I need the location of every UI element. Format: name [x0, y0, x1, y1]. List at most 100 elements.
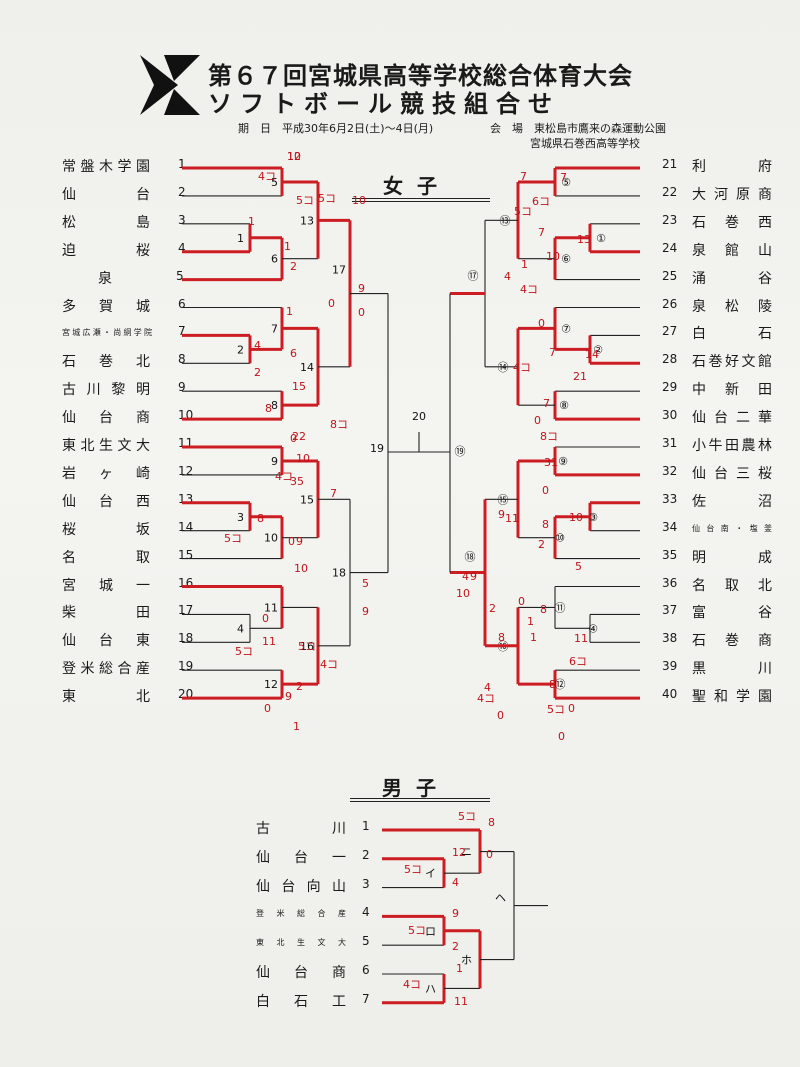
- handwritten-score: 22: [292, 430, 306, 443]
- handwritten-score: 10: [546, 250, 560, 263]
- game-label: ④: [588, 622, 598, 635]
- handwritten-score: 31: [544, 456, 558, 469]
- team-name: 仙台向山: [256, 878, 346, 895]
- handwritten-score: 8: [488, 816, 495, 829]
- handwritten-score: 9: [498, 508, 505, 521]
- game-label: ⑰: [468, 270, 479, 283]
- game-label: ⑤: [561, 176, 571, 189]
- handwritten-score: 5コ: [296, 194, 314, 207]
- event-dates: 期 日 平成30年6月2日(土)～4日(月): [238, 122, 434, 135]
- team-name: 仙台商: [256, 965, 346, 981]
- handwritten-score: 6: [290, 347, 297, 360]
- game-label: ⑦: [561, 322, 571, 335]
- handwritten-score: 5: [575, 560, 582, 573]
- handwritten-score: 4: [452, 876, 459, 889]
- team-name: 桜坂: [62, 521, 150, 538]
- team-number: 38: [662, 631, 678, 646]
- team-number: 30: [662, 408, 678, 423]
- team-name: 涌谷: [692, 270, 772, 287]
- handwritten-score: 5コ: [298, 640, 316, 653]
- team-number: 2: [362, 847, 370, 862]
- handwritten-score: 12: [452, 846, 466, 859]
- team-name: 東北生文大: [256, 938, 346, 948]
- handwritten-score: 5コ: [458, 810, 476, 823]
- team-name: 名取北: [692, 577, 772, 594]
- game-label: 14: [300, 361, 314, 374]
- team-number: 36: [662, 575, 678, 590]
- game-label: 6: [271, 253, 278, 266]
- team-number: 33: [662, 491, 678, 506]
- women-section-title: 女子: [383, 174, 451, 198]
- handwritten-score: 8コ: [330, 418, 348, 431]
- handwritten-score: 7: [549, 346, 556, 359]
- game-label: ヘ: [495, 892, 506, 905]
- handwritten-score: 0: [534, 414, 541, 427]
- game-label: ①: [596, 232, 606, 245]
- handwritten-score: 8: [265, 402, 272, 415]
- handwritten-score: 4: [484, 681, 491, 694]
- handwritten-score: 0: [497, 709, 504, 722]
- team-name: 名取: [62, 549, 150, 566]
- handwritten-score: 4コ: [477, 692, 495, 705]
- team-number: 5: [362, 934, 370, 949]
- game-label: ⑥: [561, 253, 571, 266]
- handwritten-score: 0: [358, 306, 365, 319]
- handwritten-score: 2: [290, 260, 297, 273]
- team-number: 5: [176, 268, 184, 283]
- handwritten-score: 8コ: [540, 430, 558, 443]
- handwritten-score: 6コ: [569, 655, 587, 668]
- handwritten-score: 13: [577, 233, 591, 246]
- game-label: 13: [300, 214, 314, 227]
- game-label: 18: [332, 567, 346, 580]
- handwritten-score: 5コ: [235, 645, 253, 658]
- handwritten-score: 8: [257, 512, 264, 525]
- page-title: 第６７回宮城県高等学校総合体育大会: [208, 62, 633, 90]
- handwritten-score: 0: [558, 730, 565, 743]
- team-name: 聖和学園: [692, 689, 772, 706]
- team-number: 4: [178, 240, 186, 255]
- team-number: 2: [178, 184, 186, 199]
- game-label: ⑪: [555, 601, 566, 614]
- team-name: 東北: [62, 689, 150, 706]
- game-label: 12: [264, 678, 278, 691]
- handwritten-score: 0: [542, 484, 549, 497]
- game-label: ⑲: [455, 445, 466, 458]
- handwritten-score: 4コ: [520, 283, 538, 296]
- handwritten-score: 4: [462, 570, 469, 583]
- team-number: 3: [178, 212, 186, 227]
- team-number: 9: [178, 380, 186, 395]
- handwritten-score: 8: [540, 603, 547, 616]
- handwritten-score: 7: [560, 171, 567, 184]
- handwritten-score: 0: [538, 317, 545, 330]
- handwritten-score: 7: [330, 487, 337, 500]
- handwritten-score: 1: [530, 631, 537, 644]
- team-name: 常盤木学園: [62, 159, 150, 175]
- handwritten-score: 0: [518, 595, 525, 608]
- handwritten-score: 4コ: [258, 170, 276, 183]
- handwritten-score: 5: [362, 577, 369, 590]
- handwritten-score: 21: [573, 370, 587, 383]
- handwritten-score: 35: [290, 475, 304, 488]
- handwritten-score: 0: [264, 702, 271, 715]
- team-name: 登米総合産: [256, 909, 346, 919]
- team-name: 迫桜: [62, 242, 150, 259]
- event-venue: 会 場 東松島市鷹来の森運動公園: [490, 122, 666, 135]
- team-number: 27: [662, 324, 678, 339]
- women-title-underline: [352, 198, 490, 202]
- game-label: 15: [300, 493, 314, 506]
- handwritten-score: 11: [574, 632, 588, 645]
- game-label: ③: [588, 511, 598, 524]
- handwritten-score: 1: [284, 240, 291, 253]
- handwritten-score: 11: [505, 512, 519, 525]
